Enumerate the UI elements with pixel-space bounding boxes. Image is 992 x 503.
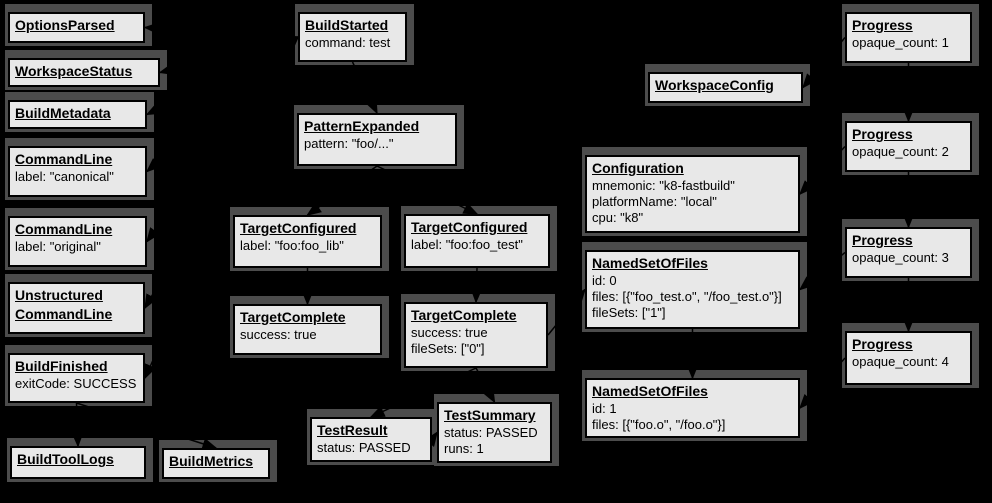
node-field: label: "original" bbox=[15, 239, 101, 254]
node-title: Configuration bbox=[592, 160, 684, 176]
connector-build-started-to-pattern-expanded bbox=[351, 61, 378, 115]
connector-build-started-to-build-finished bbox=[144, 36, 299, 380]
event-node-unstructured-command-line: Unstructured CommandLine bbox=[8, 282, 145, 334]
event-node-target-configured-lib: TargetConfigured label: "foo:foo_lib" bbox=[233, 215, 382, 268]
event-node-build-tool-logs: BuildToolLogs bbox=[10, 446, 146, 479]
event-node-command-line-canonical: CommandLine label: "canonical" bbox=[8, 146, 147, 197]
node-field: opaque_count: 1 bbox=[852, 35, 949, 50]
node-field: label: "foo:foo_test" bbox=[411, 237, 523, 252]
connector-test-result-to-test-summary bbox=[424, 431, 438, 447]
node-field: fileSets: ["1"] bbox=[592, 305, 666, 320]
connector-build-finished-to-build-metrics bbox=[76, 402, 218, 450]
connector-target-complete-test-to-named-set-of-files-0 bbox=[547, 288, 586, 336]
connector-build-started-to-unstructured-command-line bbox=[144, 36, 299, 310]
node-field: cpu: "k8" bbox=[592, 210, 644, 225]
connector-target-complete-test-to-test-summary bbox=[475, 367, 496, 404]
node-field: success: true bbox=[411, 325, 488, 340]
event-node-workspace-status: WorkspaceStatus bbox=[8, 58, 160, 87]
node-title: BuildFinished bbox=[15, 358, 108, 374]
event-node-progress-4: Progress opaque_count: 4 bbox=[845, 331, 972, 385]
node-title: Progress bbox=[852, 126, 913, 142]
event-node-progress-2: Progress opaque_count: 2 bbox=[845, 121, 972, 172]
event-node-progress-3: Progress opaque_count: 3 bbox=[845, 227, 972, 278]
node-title: NamedSetOfFiles bbox=[592, 255, 708, 271]
node-field: mnemonic: "k8-fastbuild" bbox=[592, 178, 735, 193]
event-node-build-finished: BuildFinished exitCode: SUCCESS bbox=[8, 353, 145, 403]
event-node-build-started: BuildStarted command: test bbox=[298, 12, 407, 62]
event-node-workspace-config: WorkspaceConfig bbox=[648, 72, 803, 103]
connector-pattern-expanded-to-target-configured-test bbox=[376, 165, 479, 215]
node-field: id: 0 bbox=[592, 273, 617, 288]
node-field: files: [{"foo.o", "/foo.o"}] bbox=[592, 417, 726, 432]
node-title: TestSummary bbox=[444, 407, 536, 423]
node-title: OptionsParsed bbox=[15, 17, 115, 33]
node-title: TestResult bbox=[317, 422, 388, 438]
event-node-target-complete-lib: TargetComplete success: true bbox=[233, 304, 382, 355]
node-field: platformName: "local" bbox=[592, 194, 717, 209]
node-field: opaque_count: 4 bbox=[852, 354, 949, 369]
connector-target-configured-test-to-target-complete-test bbox=[470, 267, 483, 304]
node-field: status: PASSED bbox=[317, 440, 411, 455]
connector-build-started-to-build-metadata bbox=[145, 36, 299, 116]
event-node-build-metrics: BuildMetrics bbox=[162, 448, 270, 479]
node-title: BuildMetrics bbox=[169, 453, 254, 469]
node-field: command: test bbox=[305, 35, 391, 50]
node-title: TargetConfigured bbox=[411, 219, 528, 235]
connector-progress-3-to-named-set-of-files-0 bbox=[798, 251, 846, 291]
connector-progress-2-to-configuration bbox=[798, 145, 846, 196]
event-node-pattern-expanded: PatternExpanded pattern: "foo/..." bbox=[297, 113, 457, 166]
connector-build-finished-to-build-tool-logs bbox=[71, 402, 84, 448]
node-title: PatternExpanded bbox=[304, 118, 420, 134]
event-node-configuration: Configuration mnemonic: "k8-fastbuild"pla… bbox=[585, 155, 800, 233]
node-title: CommandLine bbox=[15, 151, 113, 167]
node-title: TargetConfigured bbox=[240, 220, 357, 236]
event-node-options-parsed: OptionsParsed bbox=[8, 12, 145, 43]
event-node-target-configured-test: TargetConfigured label: "foo:foo_test" bbox=[404, 214, 550, 268]
node-field: opaque_count: 3 bbox=[852, 250, 949, 265]
connector-build-started-to-workspace-status bbox=[158, 36, 299, 75]
node-field: opaque_count: 2 bbox=[852, 144, 949, 159]
node-title: NamedSetOfFiles bbox=[592, 383, 708, 399]
node-field: label: "canonical" bbox=[15, 169, 114, 184]
connector-progress-4-to-named-set-of-files-1 bbox=[798, 357, 846, 410]
node-title: Unstructured CommandLine bbox=[15, 287, 113, 322]
node-field: status: PASSED bbox=[444, 425, 538, 440]
node-title: BuildStarted bbox=[305, 17, 389, 33]
node-field: success: true bbox=[240, 327, 317, 342]
node-title: WorkspaceConfig bbox=[655, 77, 774, 93]
node-title: BuildToolLogs bbox=[17, 451, 114, 467]
node-title: Progress bbox=[852, 17, 913, 33]
node-title: WorkspaceStatus bbox=[15, 63, 133, 79]
node-title: TargetComplete bbox=[411, 307, 517, 323]
node-field: files: [{"foo_test.o", "/foo_test.o"}] bbox=[592, 289, 782, 304]
node-field: id: 1 bbox=[592, 401, 617, 416]
node-title: CommandLine bbox=[15, 221, 113, 237]
connector-pattern-expanded-to-target-configured-lib bbox=[306, 165, 378, 216]
node-field: pattern: "foo/..." bbox=[304, 136, 394, 151]
node-field: runs: 1 bbox=[444, 441, 484, 456]
event-node-test-result: TestResult status: PASSED bbox=[310, 417, 432, 462]
node-title: BuildMetadata bbox=[15, 105, 111, 121]
node-field: exitCode: SUCCESS bbox=[15, 376, 137, 391]
event-node-build-metadata: BuildMetadata bbox=[8, 100, 147, 129]
connector-build-started-to-options-parsed bbox=[143, 22, 299, 38]
connector-build-started-to-command-line-original bbox=[146, 36, 299, 243]
connector-build-started-to-command-line-canonical bbox=[145, 36, 299, 173]
node-title: Progress bbox=[852, 232, 913, 248]
event-node-command-line-original: CommandLine label: "original" bbox=[8, 216, 147, 267]
node-field: fileSets: ["0"] bbox=[411, 341, 485, 356]
node-title: Progress bbox=[852, 336, 913, 352]
connector-target-complete-test-to-test-result bbox=[369, 367, 477, 418]
event-node-progress-1: Progress opaque_count: 1 bbox=[845, 12, 972, 63]
connector-progress-1-to-workspace-config bbox=[802, 37, 846, 89]
node-field: label: "foo:foo_lib" bbox=[240, 238, 344, 253]
node-title: TargetComplete bbox=[240, 309, 346, 325]
